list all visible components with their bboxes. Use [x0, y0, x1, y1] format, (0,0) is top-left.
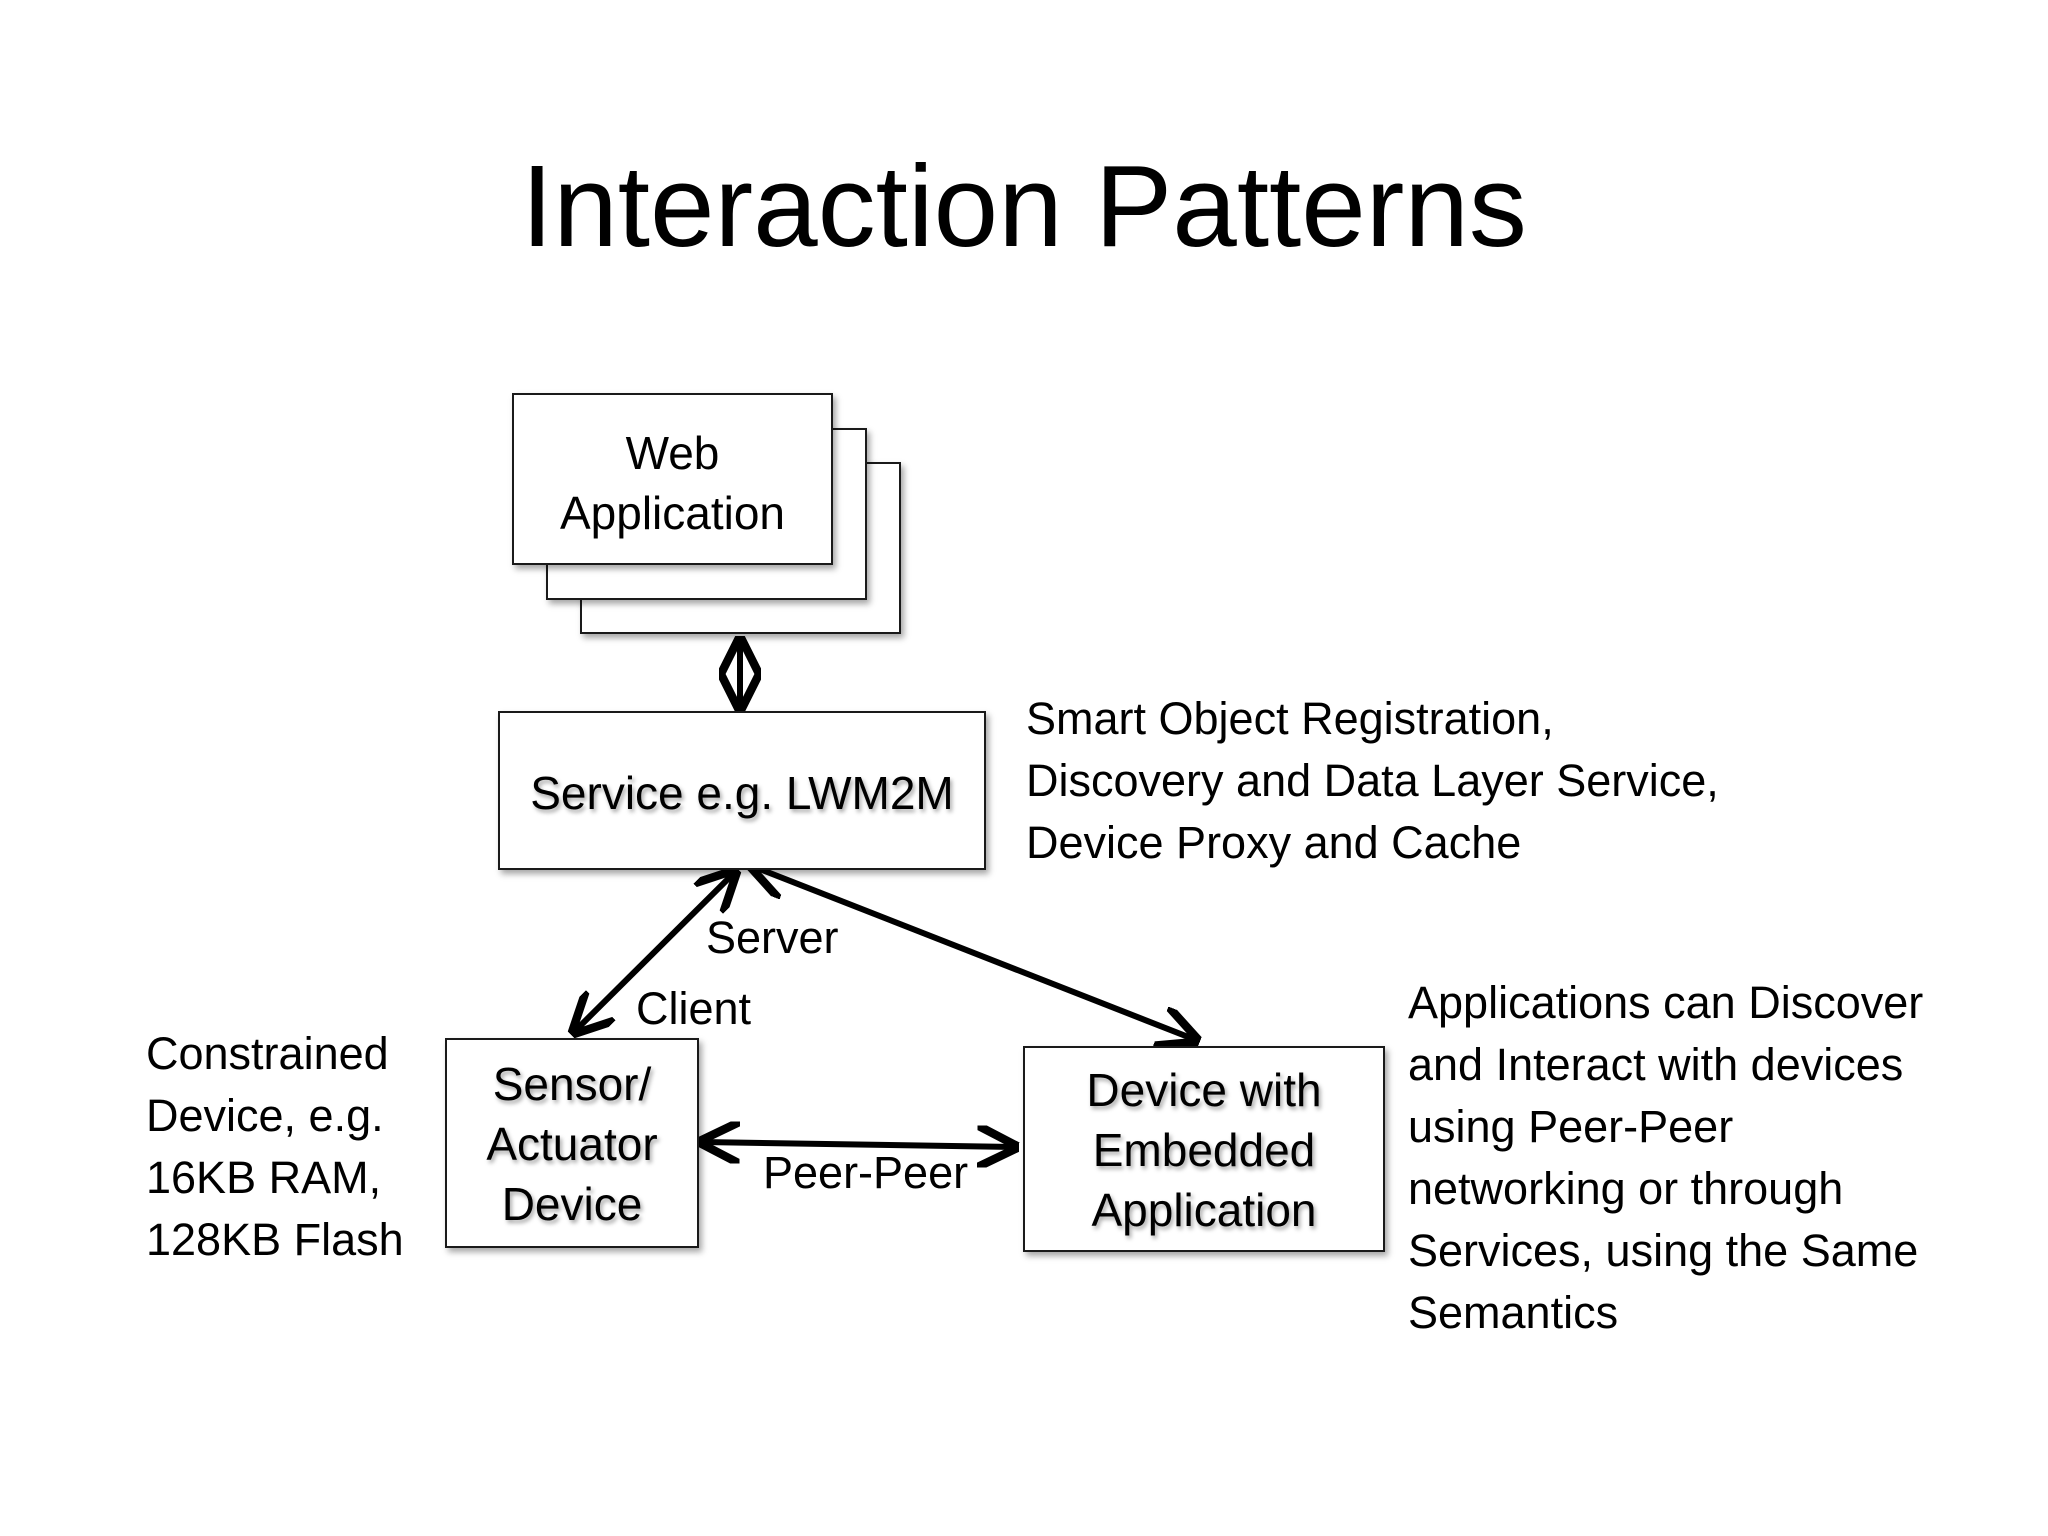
constrained-note-line: 128KB Flash	[146, 1214, 404, 1265]
device-label-line: Device with	[1086, 1064, 1322, 1116]
embedded-device-box: Device with Embedded Application	[1023, 1046, 1385, 1252]
client-label: Client	[636, 983, 752, 1034]
apps-note-line: and Interact with devices	[1408, 1039, 1904, 1090]
arrow-service-sensor	[574, 872, 735, 1032]
web-app-label-line: Application	[559, 487, 786, 539]
service-label: Service e.g. LWM2M	[530, 767, 954, 819]
service-note-line: Device Proxy and Cache	[1026, 817, 1522, 868]
apps-note-line: networking or through	[1408, 1163, 1844, 1214]
page-title: Interaction Patterns	[521, 141, 1527, 271]
sensor-label-line: Sensor/	[492, 1058, 652, 1110]
constrained-device-note: Constrained Device, e.g. 16KB RAM, 128KB…	[146, 1023, 404, 1271]
service-note-line: Discovery and Data Layer Service,	[1026, 755, 1719, 806]
arrow-service-device	[752, 866, 1196, 1040]
sensor-actuator-box: Sensor/ Actuator Device	[445, 1038, 699, 1248]
sensor-label-line: Device	[501, 1178, 643, 1230]
device-label-line: Application	[1091, 1184, 1317, 1236]
service-box: Service e.g. LWM2M	[498, 711, 986, 870]
service-note: Smart Object Registration, Discovery and…	[1026, 688, 1719, 874]
apps-note-line: Semantics	[1408, 1287, 1619, 1338]
arrow-sensor-device	[702, 1142, 1015, 1147]
constrained-note-line: Constrained	[146, 1028, 389, 1079]
server-label: Server	[706, 912, 839, 963]
apps-note-line: Applications can Discover	[1408, 977, 1924, 1028]
device-label-line: Embedded	[1092, 1124, 1316, 1176]
peer-peer-label: Peer-Peer	[763, 1147, 969, 1198]
constrained-note-line: Device, e.g.	[146, 1090, 384, 1141]
constrained-note-line: 16KB RAM,	[146, 1152, 382, 1203]
apps-note-line: using Peer-Peer	[1408, 1101, 1734, 1152]
applications-note: Applications can Discover and Interact w…	[1408, 972, 1923, 1344]
apps-note-line: Services, using the Same	[1408, 1225, 1919, 1276]
sensor-label-line: Actuator	[486, 1118, 658, 1170]
web-app-box: Web Application	[512, 393, 833, 565]
web-app-label-line: Web	[625, 427, 720, 479]
service-note-line: Smart Object Registration,	[1026, 693, 1554, 744]
